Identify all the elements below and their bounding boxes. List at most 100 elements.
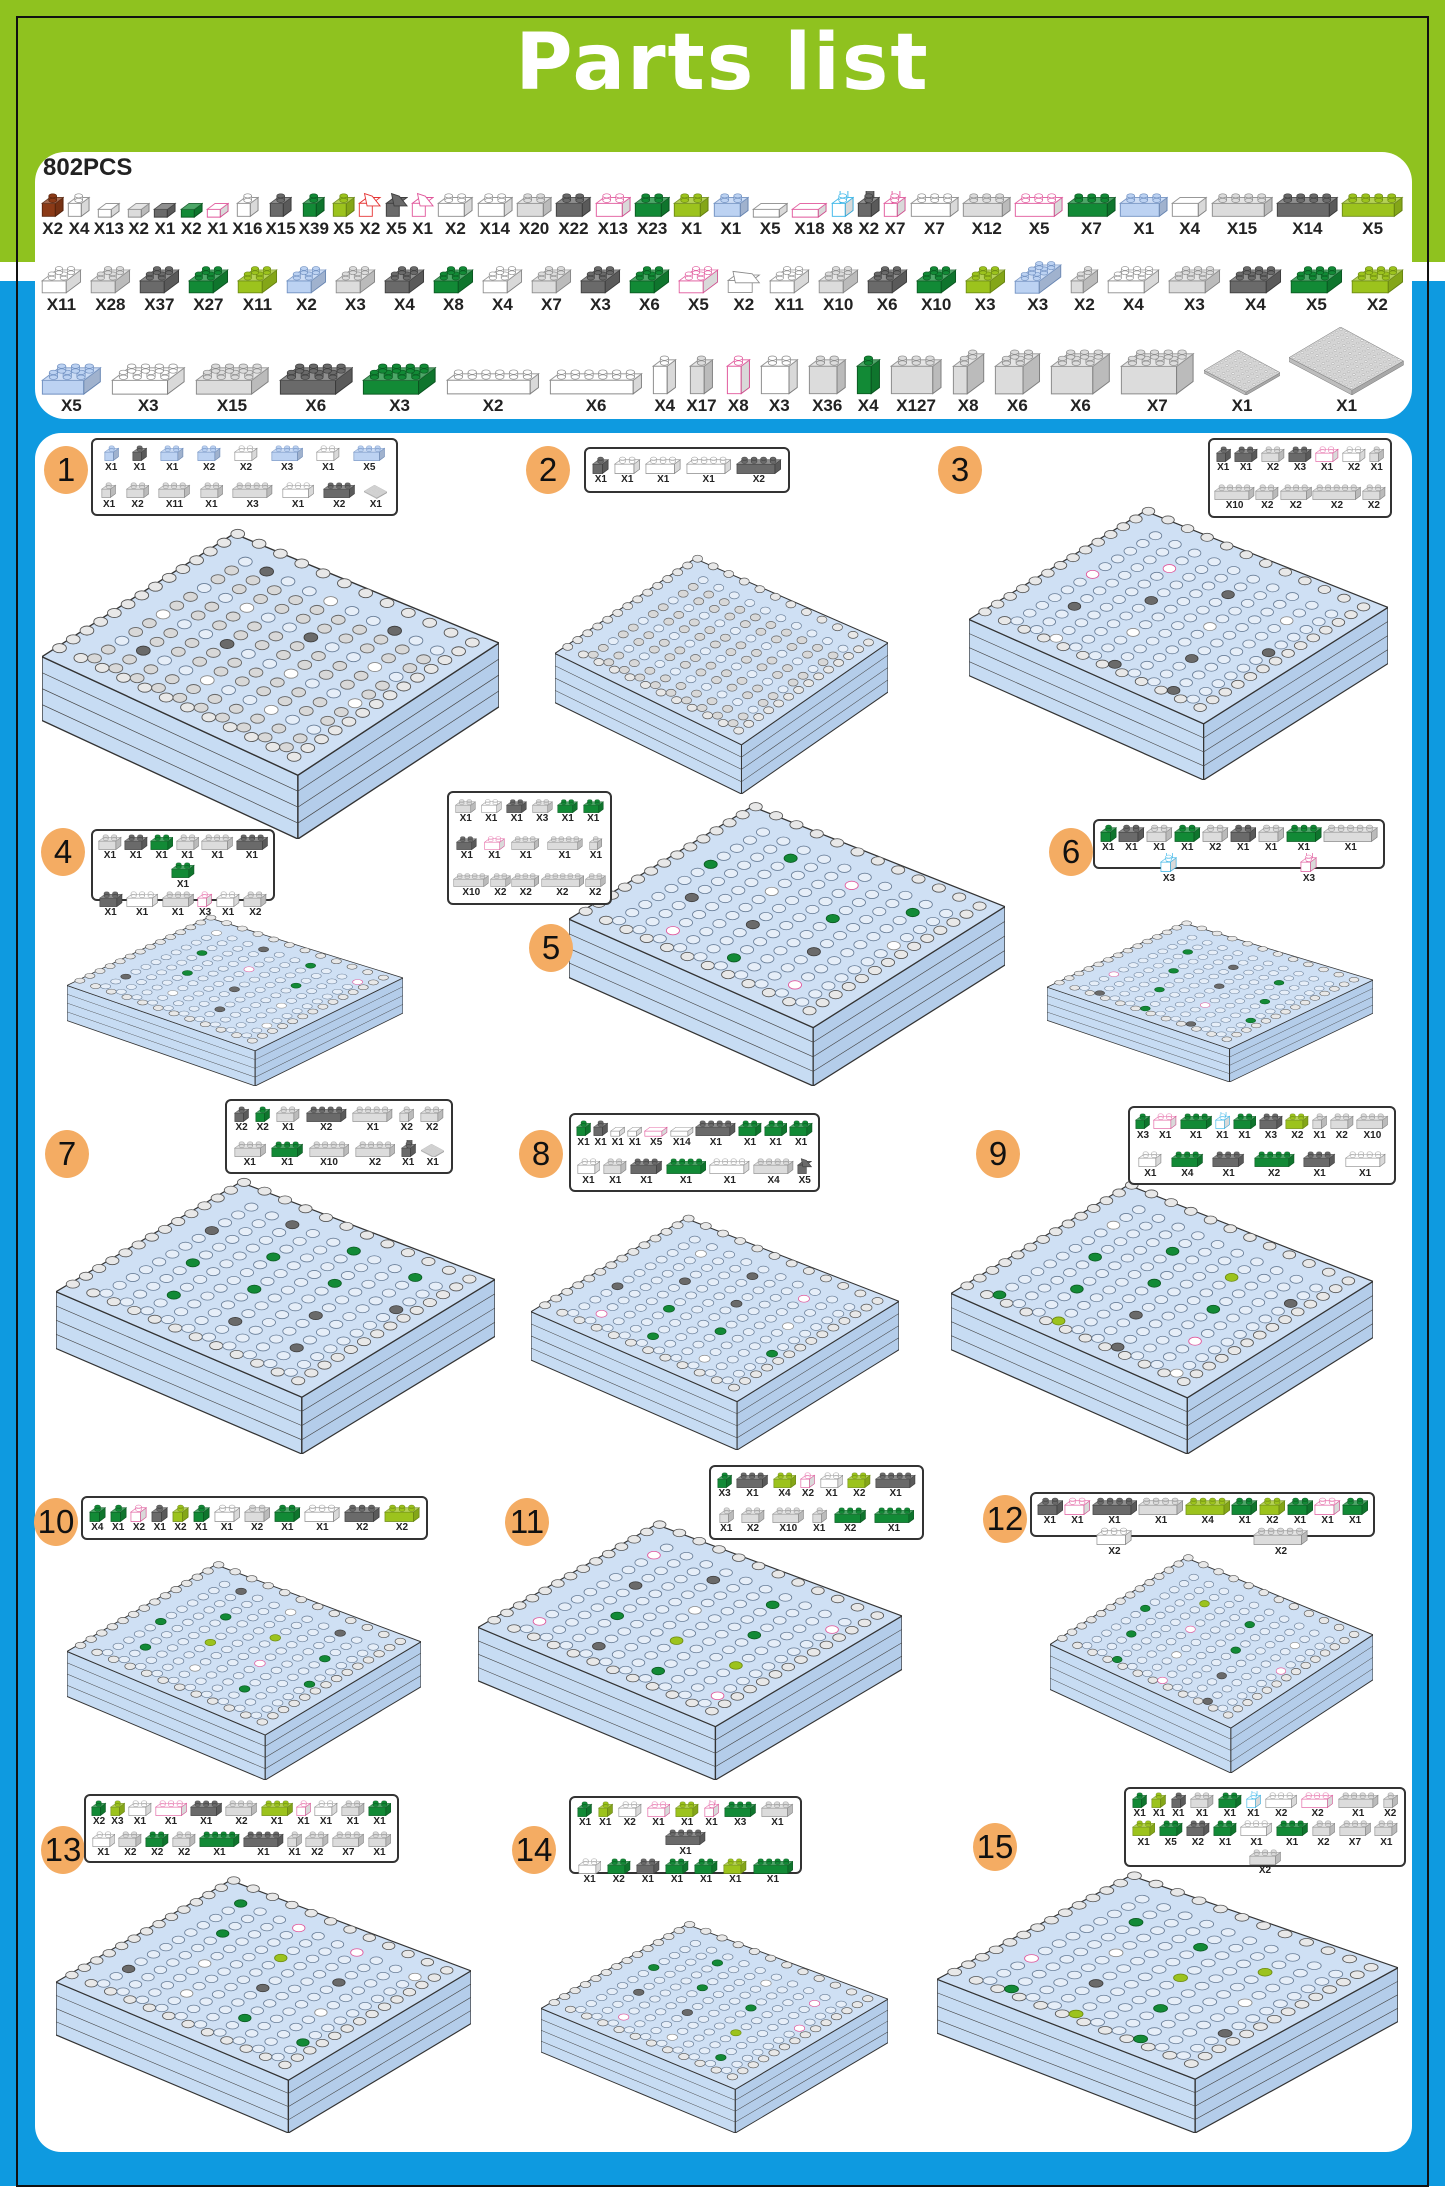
step-part-item: X1 bbox=[131, 444, 148, 473]
brick-icon bbox=[1158, 1821, 1183, 1837]
parts-list-item: X2 bbox=[857, 191, 881, 238]
step-part-item: X1 bbox=[577, 1857, 602, 1885]
part-quantity: X1 bbox=[195, 1522, 208, 1534]
part-quantity: X28 bbox=[95, 295, 126, 314]
parts-list-item: X6 bbox=[1050, 347, 1111, 415]
part-quantity: X2 bbox=[311, 1847, 324, 1859]
part-quantity: X1 bbox=[1144, 1167, 1157, 1179]
step-number-badge: 12 bbox=[983, 1495, 1027, 1543]
part-quantity: X1 bbox=[316, 1522, 329, 1534]
step-part-item: X2 bbox=[736, 455, 782, 485]
brick-icon bbox=[446, 369, 540, 395]
parts-list-item: X3 bbox=[1168, 264, 1221, 314]
part-quantity: X1 bbox=[459, 813, 472, 825]
step-part-item: X2 bbox=[1279, 483, 1312, 511]
step-part-item: X3 bbox=[109, 1799, 126, 1828]
build-illustration bbox=[569, 802, 1005, 1086]
brick-icon bbox=[109, 1504, 127, 1522]
part-quantity: X1 bbox=[1217, 461, 1230, 473]
step-part-item: X1 bbox=[161, 890, 195, 919]
parts-list-item: X5 bbox=[752, 197, 789, 238]
step-part-item: X1 bbox=[1036, 1496, 1064, 1526]
step-part-item: X2 bbox=[1382, 1791, 1398, 1819]
step-part-item: X1 bbox=[1344, 1150, 1386, 1179]
step-part-item: X2 bbox=[399, 1105, 415, 1133]
part-quantity: X1 bbox=[166, 461, 179, 473]
part-quantity: X11 bbox=[165, 498, 184, 510]
step-part-item: X2 bbox=[305, 1105, 347, 1133]
part-quantity: X3 bbox=[536, 813, 549, 825]
step-part-item: X1 bbox=[1215, 445, 1231, 473]
brick-icon bbox=[233, 1106, 250, 1122]
part-quantity: X2 bbox=[235, 1816, 248, 1828]
part-quantity: X5 bbox=[1362, 219, 1384, 238]
brick-icon bbox=[594, 193, 632, 218]
part-quantity: X1 bbox=[319, 1816, 333, 1828]
build-illustration bbox=[531, 1214, 899, 1450]
step-part-item: X10 bbox=[308, 1140, 350, 1168]
step-part-item: X5 bbox=[1158, 1819, 1183, 1848]
part-quantity: X2 bbox=[368, 1157, 382, 1169]
part-quantity: X14 bbox=[479, 219, 510, 238]
brick-icon bbox=[41, 363, 102, 395]
parts-list-item: X8 bbox=[830, 191, 855, 238]
part-quantity: X8 bbox=[443, 295, 464, 314]
brick-icon bbox=[233, 1141, 266, 1158]
brick-icon bbox=[335, 266, 376, 294]
brick-icon bbox=[190, 1800, 223, 1816]
parts-list-item: X36 bbox=[807, 353, 847, 415]
part-quantity: X1 bbox=[373, 1847, 386, 1859]
part-quantity: X1 bbox=[1313, 1129, 1326, 1141]
part-quantity: X1 bbox=[657, 474, 670, 486]
part-quantity: X1 bbox=[705, 1817, 718, 1829]
step-part-item: X1 bbox=[665, 1857, 689, 1885]
part-quantity: X3 bbox=[111, 1816, 124, 1828]
part-quantity: X3 bbox=[246, 498, 259, 510]
brick-icon bbox=[830, 191, 855, 218]
brick-icon bbox=[772, 1472, 797, 1488]
brick-icon bbox=[153, 202, 177, 218]
step-part-item: X2 bbox=[172, 1830, 197, 1858]
step-part-item: X1 bbox=[589, 835, 603, 861]
part-quantity: X1 bbox=[1189, 1129, 1202, 1141]
parts-list-item: X1 bbox=[1119, 191, 1169, 238]
step-part-item: X3 bbox=[724, 1800, 757, 1828]
step-part-item: X1 bbox=[752, 1857, 794, 1885]
brick-icon bbox=[1132, 1792, 1148, 1809]
part-quantity: X2 bbox=[1311, 1808, 1324, 1820]
brick-icon bbox=[1120, 349, 1195, 395]
part-quantity: X2 bbox=[250, 1522, 264, 1534]
part-quantity: X1 bbox=[281, 1122, 295, 1134]
brick-icon bbox=[384, 266, 425, 294]
parts-list-item: X2 bbox=[1351, 264, 1404, 314]
step-part-item: X1 bbox=[1132, 1791, 1148, 1819]
step-part-item: X1 bbox=[199, 481, 224, 510]
brick-icon bbox=[511, 873, 540, 888]
part-quantity: X1 bbox=[171, 907, 184, 919]
brick-icon bbox=[855, 355, 881, 395]
brick-icon bbox=[1279, 484, 1312, 501]
step-part-item: X1 bbox=[1234, 445, 1258, 473]
part-quantity: X1 bbox=[281, 1522, 294, 1534]
part-quantity: X1 bbox=[1137, 1836, 1150, 1848]
brick-icon bbox=[555, 193, 592, 218]
part-quantity: X3 bbox=[199, 907, 212, 919]
part-quantity: X4 bbox=[394, 295, 415, 314]
part-quantity: X1 bbox=[211, 850, 224, 862]
brick-icon bbox=[358, 193, 382, 218]
parts-list-item: X15 bbox=[194, 361, 270, 416]
part-quantity: X1 bbox=[746, 1488, 759, 1500]
brick-icon bbox=[1138, 1151, 1163, 1168]
part-quantity: X2 bbox=[746, 1523, 760, 1535]
brick-icon bbox=[480, 799, 502, 813]
step-part-item: X2 bbox=[233, 1105, 250, 1133]
part-quantity: X5 bbox=[385, 219, 407, 238]
part-quantity: X1 bbox=[795, 1136, 808, 1148]
part-quantity: X1 bbox=[488, 850, 501, 862]
brick-icon bbox=[703, 1800, 720, 1818]
part-quantity: X2 bbox=[42, 219, 64, 238]
step-part-item: X2 bbox=[741, 1506, 765, 1534]
brick-icon bbox=[800, 1472, 816, 1488]
part-quantity: X2 bbox=[395, 1522, 409, 1534]
